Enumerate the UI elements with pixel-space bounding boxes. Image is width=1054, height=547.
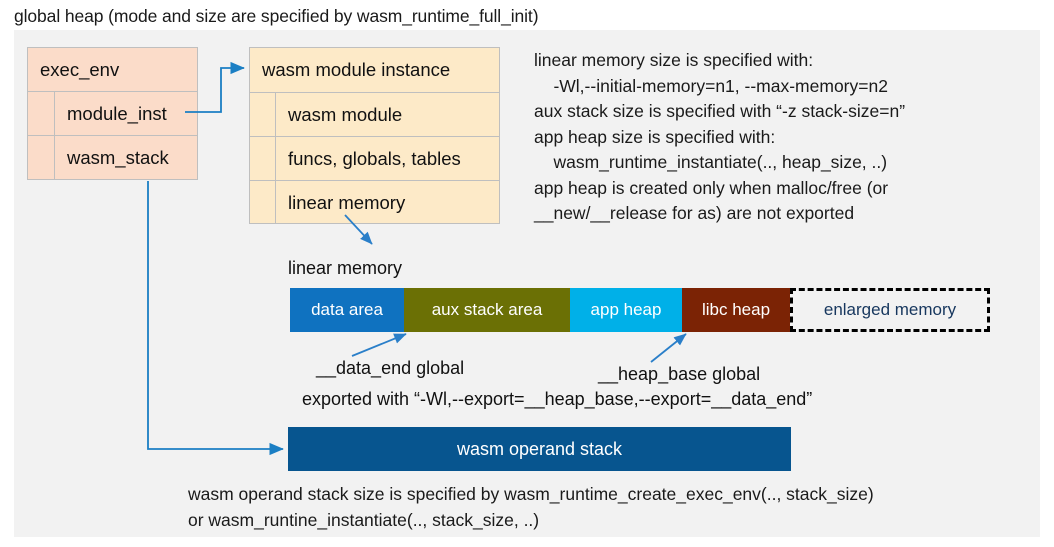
- module-instance-indent-gutter: [250, 93, 276, 136]
- module-instance-indent-gutter: [250, 137, 276, 180]
- module-instance-field-funcs-globals-tables: funcs, globals, tables: [250, 137, 499, 181]
- annotation-heap-base: __heap_base global: [598, 364, 761, 384]
- exec-env-field-wasm-stack: wasm_stack: [28, 136, 197, 179]
- exec-env-header-label: exec_env: [40, 58, 120, 80]
- linear-memory-caption: linear memory: [288, 258, 403, 278]
- module-instance-header-row: wasm module instance: [250, 48, 499, 93]
- module-instance-field-wasm-module: wasm module: [250, 93, 499, 137]
- module-instance-header-label: wasm module instance: [262, 59, 451, 80]
- annotation-export-flags: exported with “-Wl,--export=__heap_base,…: [302, 389, 813, 409]
- operand-stack-note: wasm operand stack size is specified by …: [188, 484, 874, 530]
- memory-segment-libc-heap: libc heap: [682, 288, 790, 332]
- module-instance-field-linear-memory: linear memory: [250, 181, 499, 224]
- exec-env-field-module-inst: module_inst: [28, 92, 197, 136]
- memory-segment-aux-stack-area: aux stack area: [404, 288, 570, 332]
- wasm-module-instance-box: wasm module instance wasm module funcs, …: [249, 47, 500, 224]
- exec-env-field-label: module_inst: [67, 102, 167, 124]
- module-instance-indent-gutter: [250, 181, 276, 224]
- exec-env-header-row: exec_env: [28, 48, 197, 92]
- exec-env-indent-gutter: [28, 136, 55, 179]
- exec-env-box: exec_env module_inst wasm_stack: [27, 47, 198, 180]
- memory-segment-enlarged-memory: enlarged memory: [790, 288, 990, 332]
- runtime-configuration-note: linear memory size is specified with: -W…: [534, 50, 906, 223]
- wasm-operand-stack-label: wasm operand stack: [456, 438, 623, 459]
- module-instance-field-label: linear memory: [288, 191, 406, 213]
- wasm-operand-stack-box: wasm operand stack: [288, 427, 791, 471]
- exec-env-indent-gutter: [28, 92, 55, 135]
- memory-segment-data-area: data area: [290, 288, 404, 332]
- diagram-title: global heap (mode and size are specified…: [14, 6, 539, 26]
- module-instance-field-label: funcs, globals, tables: [288, 147, 461, 169]
- memory-segment-app-heap: app heap: [570, 288, 682, 332]
- exec-env-field-label: wasm_stack: [67, 146, 169, 168]
- module-instance-field-label: wasm module: [288, 103, 403, 125]
- annotation-data-end: __data_end global: [316, 358, 465, 378]
